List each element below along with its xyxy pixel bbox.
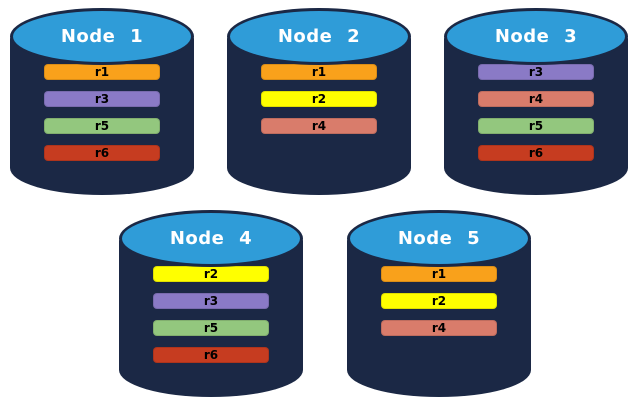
node-cylinder: r3 r4 r5 r6 Node 3 bbox=[444, 8, 628, 195]
node-cylinder: r1 r3 r5 r6 Node 1 bbox=[10, 8, 194, 195]
node-title: Node 5 bbox=[397, 228, 481, 249]
replica-label: r1 bbox=[94, 65, 110, 79]
node-title: Node 2 bbox=[277, 26, 361, 47]
replica-bar: r6 bbox=[478, 145, 594, 161]
node-title: Node 3 bbox=[494, 26, 578, 47]
replica-label: r4 bbox=[431, 321, 447, 335]
replica-bar: r5 bbox=[44, 118, 160, 134]
replica-label: r2 bbox=[203, 267, 219, 281]
replica-bar: r2 bbox=[261, 91, 377, 107]
replica-label: r2 bbox=[431, 294, 447, 308]
replica-bar: r4 bbox=[478, 91, 594, 107]
cylinder-top: Node 1 bbox=[10, 8, 194, 65]
cylinder-top: Node 2 bbox=[227, 8, 411, 65]
replica-label: r1 bbox=[311, 65, 327, 79]
replica-label: r5 bbox=[203, 321, 219, 335]
node-cylinder: r2 r3 r5 r6 Node 4 bbox=[119, 210, 303, 397]
replica-bar: r6 bbox=[44, 145, 160, 161]
replica-label: r6 bbox=[203, 348, 219, 362]
replica-label: r5 bbox=[94, 119, 110, 133]
replica-label: r3 bbox=[528, 65, 544, 79]
replica-list: r2 r3 r5 r6 bbox=[153, 266, 269, 363]
row-top: r1 r3 r5 r6 Node 1 r1 r2 r4 Node 2 r3 r4 r5 r6 Node 3 bbox=[10, 8, 628, 195]
replica-list: r3 r4 r5 r6 bbox=[478, 64, 594, 161]
replica-bar: r2 bbox=[381, 293, 497, 309]
row-bottom: r2 r3 r5 r6 Node 4 r1 r2 r4 Node 5 bbox=[119, 210, 531, 397]
replica-bar: r4 bbox=[261, 118, 377, 134]
replica-list: r1 r2 r4 bbox=[381, 266, 497, 336]
replica-bar: r1 bbox=[261, 64, 377, 80]
replica-list: r1 r2 r4 bbox=[261, 64, 377, 134]
replica-label: r4 bbox=[311, 119, 327, 133]
replica-bar: r3 bbox=[44, 91, 160, 107]
node-title: Node 4 bbox=[169, 228, 253, 249]
replica-list: r1 r3 r5 r6 bbox=[44, 64, 160, 161]
replica-label: r5 bbox=[528, 119, 544, 133]
cylinder-top: Node 5 bbox=[347, 210, 531, 267]
replica-bar: r5 bbox=[153, 320, 269, 336]
replica-label: r2 bbox=[311, 92, 327, 106]
cylinder-top: Node 4 bbox=[119, 210, 303, 267]
replica-bar: r2 bbox=[153, 266, 269, 282]
replica-label: r3 bbox=[94, 92, 110, 106]
replica-bar: r1 bbox=[44, 64, 160, 80]
node-cylinder: r1 r2 r4 Node 2 bbox=[227, 8, 411, 195]
replica-label: r1 bbox=[431, 267, 447, 281]
replica-bar: r5 bbox=[478, 118, 594, 134]
replica-bar: r6 bbox=[153, 347, 269, 363]
replica-bar: r3 bbox=[153, 293, 269, 309]
replica-label: r6 bbox=[94, 146, 110, 160]
replica-bar: r3 bbox=[478, 64, 594, 80]
node-title: Node 1 bbox=[60, 26, 144, 47]
replica-label: r4 bbox=[528, 92, 544, 106]
replica-label: r6 bbox=[528, 146, 544, 160]
replica-bar: r1 bbox=[381, 266, 497, 282]
cylinder-top: Node 3 bbox=[444, 8, 628, 65]
replica-label: r3 bbox=[203, 294, 219, 308]
node-cylinder: r1 r2 r4 Node 5 bbox=[347, 210, 531, 397]
replica-bar: r4 bbox=[381, 320, 497, 336]
